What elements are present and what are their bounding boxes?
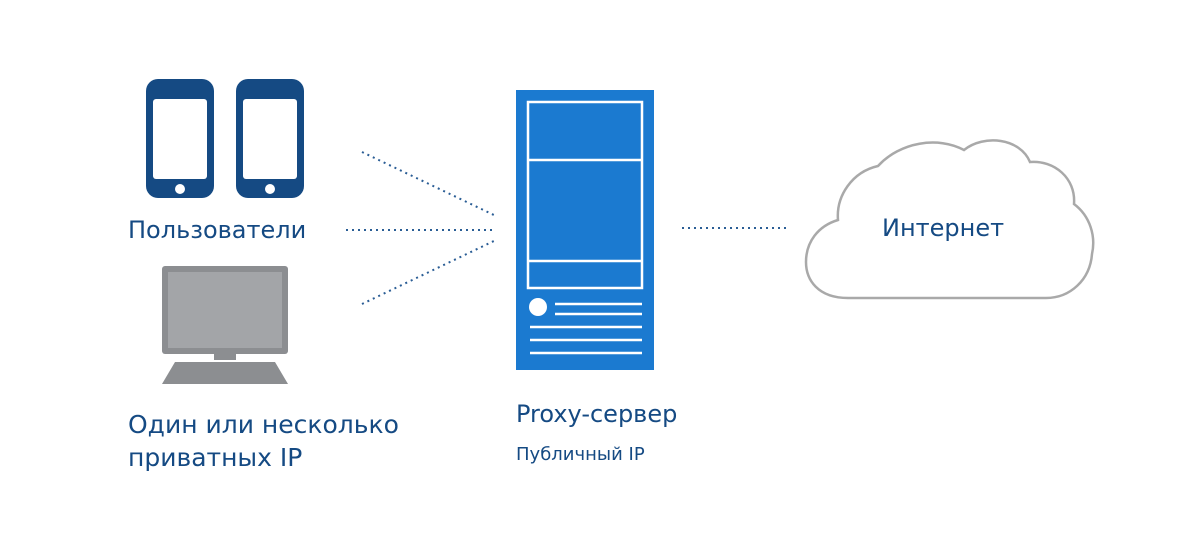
smartphone-icon (236, 79, 304, 198)
proxy-server-label: Proxy-сервер (516, 400, 678, 428)
connector-phone-to-proxy (361, 151, 497, 217)
cloud-icon (804, 139, 1095, 300)
private-ip-label-line2: приватных IP (128, 443, 303, 472)
server-tower-icon (516, 90, 654, 370)
connector-computer-to-proxy (361, 239, 497, 305)
public-ip-label: Публичный IP (516, 444, 645, 465)
private-ip-label: Один или несколько приватных IP (128, 408, 399, 474)
connector-lines (346, 151, 788, 305)
users-label: Пользователи (128, 216, 307, 244)
internet-label: Интернет (882, 214, 1005, 242)
desktop-computer-icon (162, 266, 288, 384)
private-ip-label-line1: Один или несколько (128, 410, 399, 439)
smartphone-icon (146, 79, 214, 198)
